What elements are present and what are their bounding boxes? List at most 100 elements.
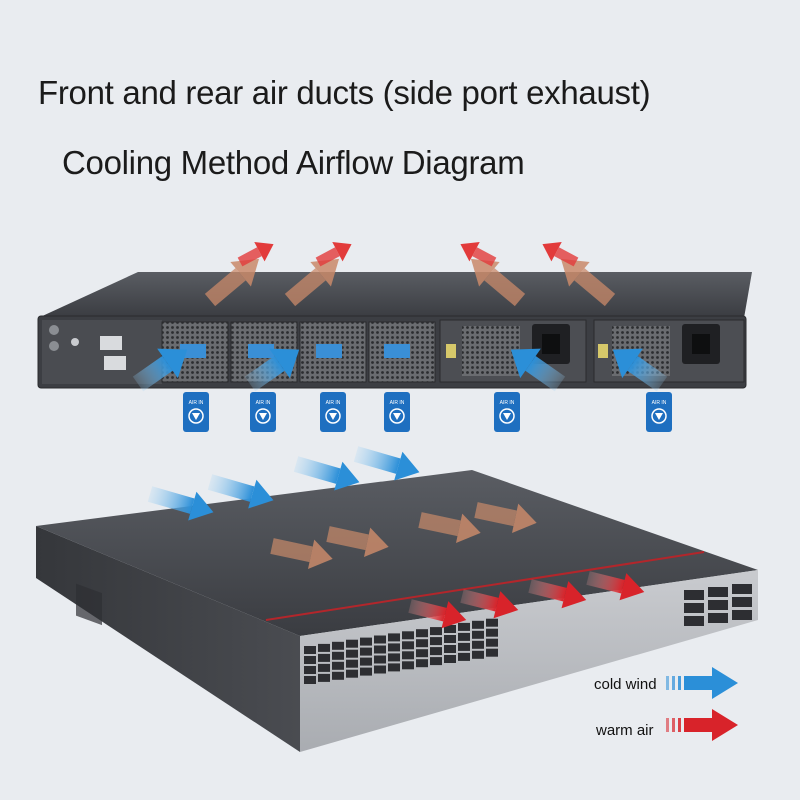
- qsfp-port-icon: [732, 584, 752, 594]
- air-in-badge-label: AIR IN: [189, 400, 204, 406]
- sfp-port-icon: [430, 647, 442, 656]
- sfp-port-icon: [444, 625, 456, 633]
- ground-screw-icon: [49, 341, 59, 351]
- warm-air-arrow: [542, 241, 579, 267]
- sfp-port-icon: [360, 657, 372, 666]
- cold-intake-arrows-front: [147, 446, 420, 521]
- qsfp-port-icon: [684, 590, 704, 600]
- cold-wind-arrow: [207, 474, 274, 509]
- sfp-port-icon: [304, 646, 316, 654]
- qsfp-port-icon: [708, 613, 728, 623]
- sfp-port-icon: [374, 655, 386, 664]
- sfp-port-icon: [472, 630, 484, 639]
- sfp-port-icon: [360, 647, 372, 656]
- qsfp-port-icon: [732, 610, 752, 620]
- warm-air-arrow: [315, 241, 352, 267]
- cold-wind-arrow: [293, 456, 360, 491]
- warm-exhaust-arrows-rear: [204, 241, 616, 307]
- air-in-badges: AIR IN AIR IN AIR IN AIR IN AIR IN AIR IN: [183, 392, 672, 432]
- air-in-badge-icon: AIR IN: [250, 392, 276, 432]
- fan-handle-icon: [180, 344, 206, 358]
- warm-air-arrow: [204, 258, 260, 307]
- qsfp-port-icon: [708, 600, 728, 610]
- front-port-array: [304, 584, 752, 684]
- cold-wind-arrow: [510, 348, 566, 392]
- qsfp-port-icon: [708, 587, 728, 597]
- sfp-port-icon: [416, 639, 428, 648]
- sfp-port-icon: [458, 652, 470, 661]
- air-in-badge-label: AIR IN: [390, 400, 405, 406]
- warm-air-arrow: [474, 502, 537, 533]
- sfp-port-icon: [346, 639, 358, 648]
- sfp-port-icon: [402, 651, 414, 660]
- warm-air-arrow: [326, 526, 389, 557]
- air-in-badge-icon: AIR IN: [646, 392, 672, 432]
- warm-air-arrow: [528, 579, 587, 609]
- warm-air-arrow: [560, 258, 616, 307]
- fan-handle-icon: [248, 344, 274, 358]
- legend-warm-arrow: [666, 709, 738, 741]
- cold-wind-arrow: [147, 486, 214, 521]
- air-in-badge-icon: AIR IN: [384, 392, 410, 432]
- sfp-port-icon: [486, 638, 498, 647]
- legend-warm-label: warm air: [596, 722, 654, 739]
- diagram-title: Front and rear air ducts (side port exha…: [38, 74, 651, 111]
- sfp-port-icon: [360, 667, 372, 676]
- air-in-badge-icon: AIR IN: [183, 392, 209, 432]
- warm-air-arrow: [408, 599, 467, 629]
- fan-handle-icon: [316, 344, 342, 358]
- air-in-badge-label: AIR IN: [326, 400, 341, 406]
- sfp-port-icon: [304, 666, 316, 674]
- front-chassis: [36, 470, 758, 752]
- warm-air-arrow: [470, 258, 526, 307]
- sfp-port-icon: [486, 628, 498, 637]
- sfp-port-icon: [416, 629, 428, 638]
- warm-air-arrow: [586, 571, 645, 601]
- sfp-port-icon: [430, 637, 442, 646]
- usb-port-icon: [104, 356, 126, 370]
- cold-wind-arrow: [244, 348, 300, 392]
- sfp-port-icon: [472, 640, 484, 649]
- sfp-port-icon: [374, 645, 386, 654]
- sfp-port-icon: [332, 661, 344, 670]
- diagram-subtitle: Cooling Method Airflow Diagram: [62, 144, 525, 181]
- console-port-icon: [100, 336, 122, 350]
- air-in-badge-label: AIR IN: [256, 400, 271, 406]
- sfp-port-icon: [346, 669, 358, 678]
- sfp-port-icon: [458, 622, 470, 631]
- cold-wind-arrow: [132, 348, 188, 392]
- air-in-badge-label: AIR IN: [652, 400, 667, 406]
- sfp-port-icon: [402, 631, 414, 640]
- sfp-port-icon: [444, 645, 456, 653]
- sfp-port-icon: [304, 676, 316, 684]
- sfp-port-icon: [416, 659, 428, 668]
- warm-air-arrow: [270, 538, 333, 569]
- warm-air-arrow: [460, 589, 519, 619]
- air-in-badge-label: AIR IN: [500, 400, 515, 406]
- sfp-port-icon: [388, 663, 400, 672]
- legend-cold-label: cold wind: [594, 676, 657, 693]
- sfp-port-icon: [430, 657, 442, 666]
- air-in-badge-icon: AIR IN: [494, 392, 520, 432]
- fan-handle-icon: [384, 344, 410, 358]
- qsfp-port-icon: [732, 597, 752, 607]
- sfp-port-icon: [318, 673, 330, 682]
- sfp-port-icon: [304, 656, 316, 664]
- warm-air-arrow: [460, 241, 497, 267]
- sfp-port-icon: [444, 655, 456, 663]
- sfp-port-icon: [388, 643, 400, 652]
- warm-exhaust-arrows-front: [408, 571, 645, 629]
- sfp-port-icon: [388, 653, 400, 662]
- sfp-port-icon: [332, 671, 344, 680]
- qsfp-port-icon: [684, 616, 704, 626]
- legend-cold-arrow: [666, 667, 738, 699]
- sfp-port-icon: [346, 659, 358, 668]
- cold-intake-arrows-rear: [132, 348, 668, 392]
- sfp-port-icon: [444, 635, 456, 643]
- sfp-port-icon: [318, 653, 330, 662]
- sfp-port-icon: [402, 661, 414, 670]
- sfp-port-icon: [472, 650, 484, 659]
- sfp-port-icon: [374, 665, 386, 674]
- cold-wind-arrow: [612, 348, 668, 392]
